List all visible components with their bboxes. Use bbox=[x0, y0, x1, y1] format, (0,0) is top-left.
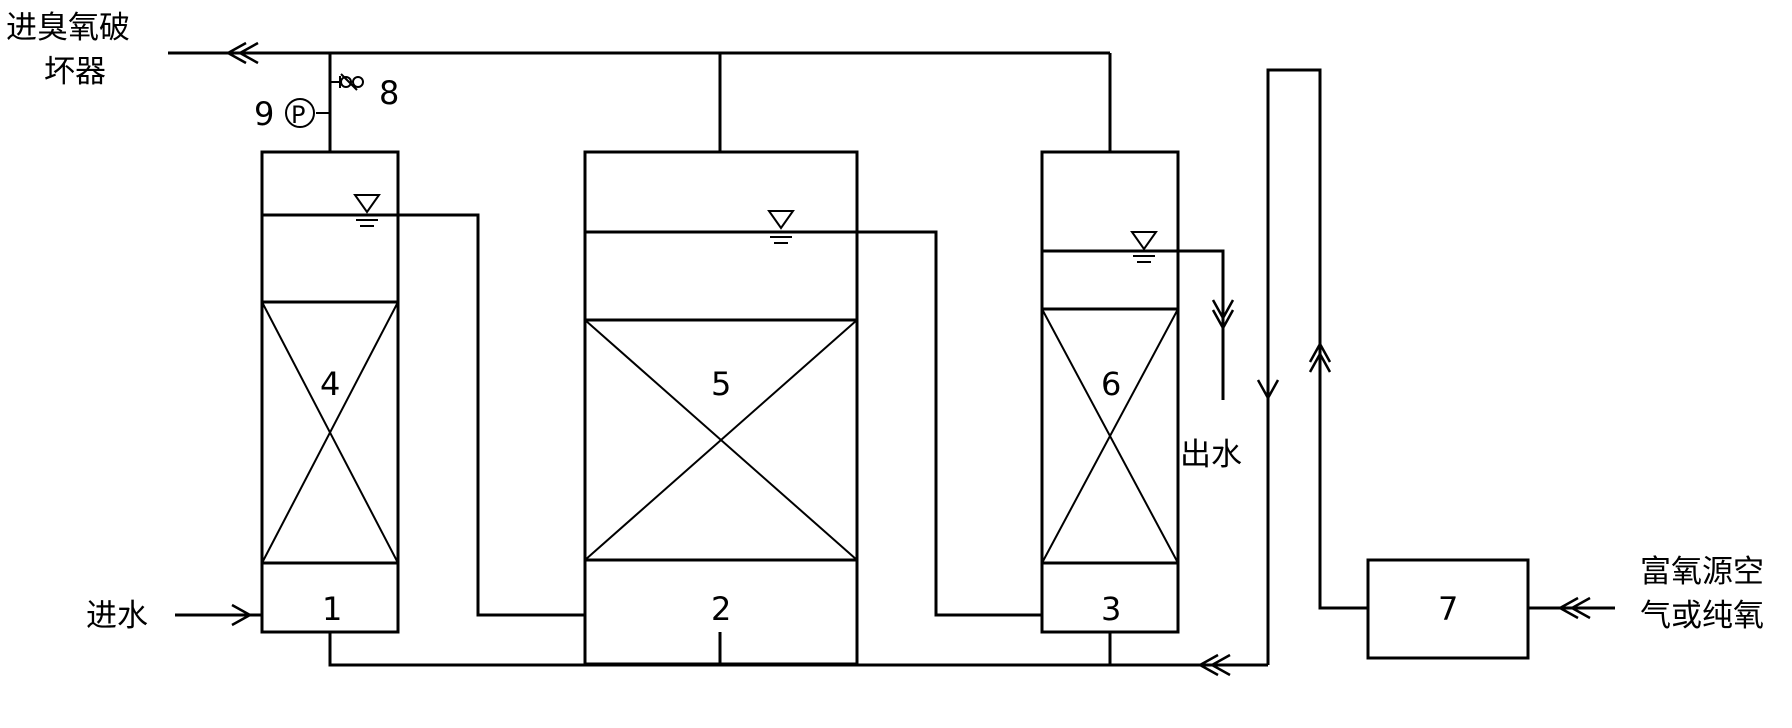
bed-4-label: 4 bbox=[320, 365, 340, 403]
valve-label: 8 bbox=[379, 74, 399, 112]
water-inlet-label: 进水 bbox=[86, 598, 148, 634]
water-level-icon bbox=[1130, 231, 1158, 263]
bed-5-label: 5 bbox=[711, 365, 731, 403]
water-level-icon bbox=[767, 210, 795, 244]
oxygen-source-label-line1: 富氧源空 bbox=[1640, 554, 1764, 590]
water-outlet-pipe bbox=[1178, 249, 1235, 400]
reactor-column-2 bbox=[583, 150, 859, 666]
water-outlet-label: 出水 bbox=[1180, 437, 1242, 473]
ozone-exhaust-pipe bbox=[168, 41, 1112, 152]
tank-2-label: 2 bbox=[711, 590, 731, 628]
water-transfer-pipe-1-2 bbox=[398, 213, 585, 617]
ozone-exhaust-label-line2: 坏器 bbox=[44, 54, 106, 90]
water-transfer-pipe-2-3 bbox=[857, 230, 1042, 617]
ozone-bottom-manifold bbox=[328, 632, 1268, 677]
oxygen-source-pipe bbox=[1528, 596, 1615, 620]
gauge-letter: P bbox=[291, 101, 305, 129]
ozone-exhaust-label-line1: 进臭氧破 bbox=[6, 10, 130, 46]
oxygen-source-label-line2: 气或纯氧 bbox=[1640, 598, 1764, 634]
water-level-icon bbox=[353, 194, 381, 227]
ozone-supply-pipe bbox=[1256, 68, 1368, 665]
valve-8-icon bbox=[330, 73, 364, 91]
bed-6-label: 6 bbox=[1101, 365, 1121, 403]
gauge-label: 9 bbox=[254, 95, 274, 133]
tank-1-label: 1 bbox=[322, 590, 342, 628]
tank-3-label: 3 bbox=[1101, 590, 1121, 628]
water-inlet-pipe bbox=[175, 603, 262, 627]
pressure-gauge-icon: P bbox=[285, 98, 330, 129]
generator-label: 7 bbox=[1438, 590, 1458, 628]
